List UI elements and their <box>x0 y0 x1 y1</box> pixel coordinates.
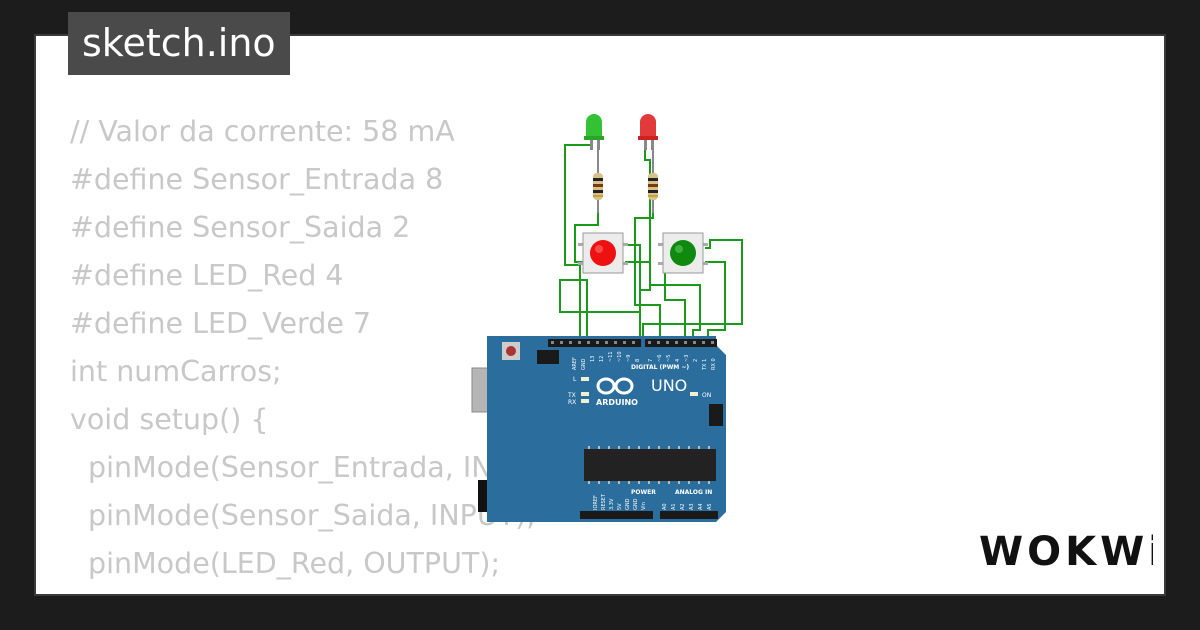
pin-label: A5 <box>707 503 713 510</box>
pin-label: 13 <box>590 356 596 362</box>
pin-label: Vin <box>641 502 647 510</box>
reset-button-cap <box>506 346 516 356</box>
wire <box>705 261 726 340</box>
code-line: #define LED_Red 4 <box>70 259 344 292</box>
pin-label: 5V <box>617 503 623 510</box>
pin-label: A3 <box>689 503 695 510</box>
pin-label: 4 <box>675 359 681 362</box>
pin-label: TX 1 <box>702 359 708 371</box>
analog-label: ANALOG IN <box>675 489 712 496</box>
pin-label: 12 <box>599 356 605 362</box>
led-green[interactable] <box>584 114 604 150</box>
pushbutton-red[interactable] <box>578 232 628 274</box>
pin-label: A1 <box>671 503 677 510</box>
l-label: L <box>573 376 577 383</box>
pin-label: 2 <box>693 359 699 362</box>
board-model: UNO <box>651 376 687 395</box>
code-line: #define LED_Verde 7 <box>70 307 372 340</box>
wokwi-logo: WOKWi <box>979 529 1153 575</box>
code-line: int numCarros; <box>70 355 282 388</box>
pin-label: ~5 <box>666 355 672 362</box>
arduino-uno-board[interactable]: AREF GND 13 12 ~11 ~10 ~9 8 7 ~6 ~5 4 ~3… <box>471 336 726 522</box>
code-line: #define Sensor_Saida 2 <box>70 211 411 244</box>
pin-label: AREF <box>572 357 578 370</box>
pin-label: RX 0 <box>711 358 717 370</box>
code-line: #define Sensor_Entrada 8 <box>70 163 444 196</box>
pin-label: GND <box>633 498 639 510</box>
led-red[interactable] <box>638 114 658 150</box>
led-rx-indicator <box>581 399 589 403</box>
wire <box>625 261 701 340</box>
pin-label: ~9 <box>626 355 632 362</box>
tx-label: TX <box>567 392 576 399</box>
pin-label: 8 <box>635 359 641 362</box>
pin-label: ~6 <box>657 355 663 362</box>
microcontroller-chip <box>584 449 716 481</box>
pin-label: A0 <box>662 503 668 510</box>
wire <box>625 244 641 340</box>
wire <box>634 210 661 340</box>
led-tx-indicator <box>581 392 589 396</box>
on-label: ON <box>702 392 711 399</box>
arduino-infinity-icon <box>596 377 634 395</box>
pin-label: IOREF <box>593 495 599 510</box>
pin-label: 3.3V <box>609 498 615 510</box>
wire <box>642 239 743 340</box>
pin-label: RESET <box>601 493 607 510</box>
wokwi-logo-text: WOKWi <box>979 529 1153 575</box>
circuit-diagram: AREF GND 13 12 ~11 ~10 ~9 8 7 ~6 ~5 4 ~3… <box>471 114 743 522</box>
pin-label: A4 <box>698 503 704 510</box>
file-tab[interactable]: sketch.ino <box>68 12 290 75</box>
pin-label: ~11 <box>608 351 614 362</box>
board-brand: ARDUINO <box>596 398 638 407</box>
resistor-1[interactable] <box>593 150 603 213</box>
code-line: pinMode(LED_Verde, OUTPUT); <box>70 588 569 594</box>
power-label: POWER <box>631 489 656 496</box>
rx-label: RX <box>568 399 576 406</box>
code-preview: // Valor da corrente: 58 mA #define Sens… <box>70 108 569 594</box>
code-line: pinMode(LED_Red, OUTPUT); <box>88 547 501 580</box>
pin-label: ~3 <box>684 355 690 362</box>
pin-label: 7 <box>648 359 654 362</box>
pin-label: GND <box>581 358 587 370</box>
pin-label: ~10 <box>617 351 623 362</box>
pin-label: A2 <box>680 503 686 510</box>
pin-label: GND <box>625 498 631 510</box>
led-l-indicator <box>581 377 589 381</box>
resistor-2[interactable] <box>648 150 658 213</box>
code-line: // Valor da corrente: 58 mA <box>70 115 455 148</box>
digital-label: DIGITAL (PWM ~) <box>631 364 689 371</box>
pushbutton-green[interactable] <box>658 232 708 274</box>
code-line: void setup() { <box>70 403 269 436</box>
wire <box>663 261 686 340</box>
led-on-indicator <box>690 392 698 396</box>
